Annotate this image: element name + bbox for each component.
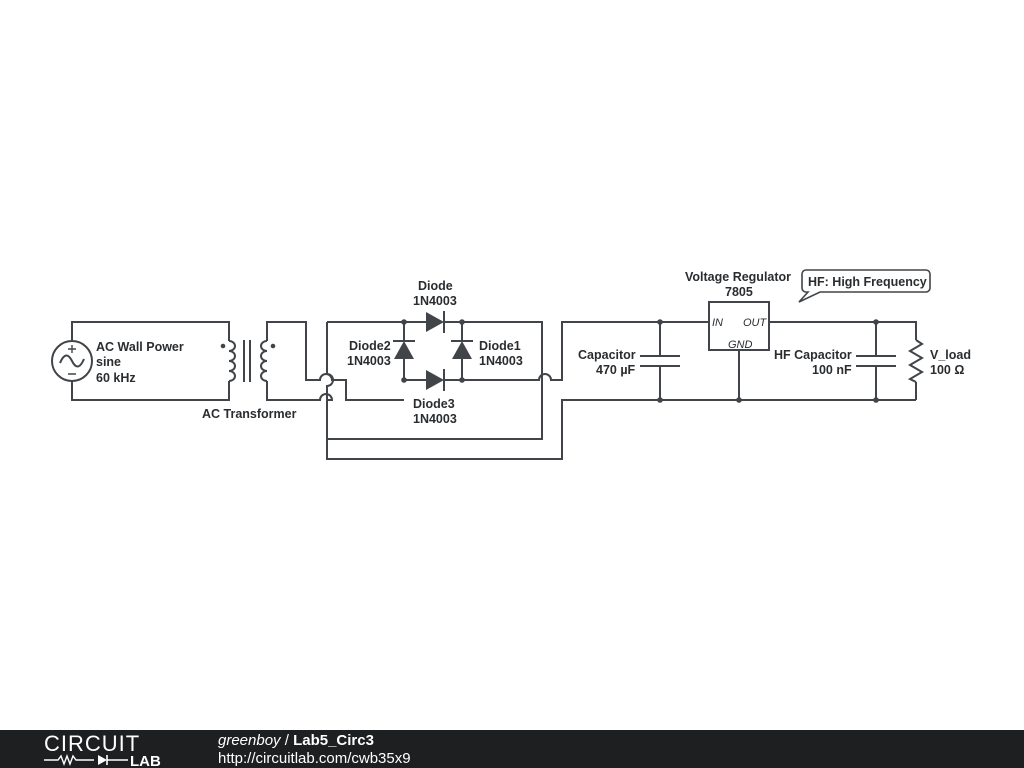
primary-polarity-dot xyxy=(220,343,226,349)
polarity-signs xyxy=(68,345,76,375)
diode3-name: Diode3 xyxy=(413,397,455,411)
regulator-pin-out: OUT xyxy=(743,317,768,329)
circuit-title: greenboy / Lab5_Circ3 xyxy=(218,732,374,749)
diode-part: 1N4003 xyxy=(413,294,457,308)
regulator-pin-in: IN xyxy=(712,317,723,329)
junction-dot xyxy=(657,319,663,325)
ac-source-frequency: 60 kHz xyxy=(96,371,136,385)
junction-dot xyxy=(736,397,742,403)
diode-name: Diode xyxy=(418,279,453,293)
hf-capacitor-name: HF Capacitor xyxy=(774,348,852,362)
diode3-part: 1N4003 xyxy=(413,412,457,426)
capacitor[interactable] xyxy=(640,355,680,367)
load-value: 100 Ω xyxy=(930,363,964,377)
junction-dot xyxy=(657,397,663,403)
title-separator: / xyxy=(280,732,294,749)
wire-bridge-negative xyxy=(462,321,709,381)
resistor-zigzag xyxy=(907,339,924,383)
wire-return-ground xyxy=(326,322,916,460)
circuit-url[interactable]: http://circuitlab.com/cwb35x9 xyxy=(218,750,411,767)
diode2[interactable] xyxy=(393,340,415,359)
logo-text-circuit: CIRCUIT xyxy=(44,731,140,756)
voltage-regulator[interactable]: IN OUT GND xyxy=(708,301,770,351)
diode3-triangle xyxy=(426,370,444,390)
wire-ac-top xyxy=(71,321,230,341)
wire-ac-bottom xyxy=(71,381,230,401)
transformer-label: AC Transformer xyxy=(202,407,297,421)
footer-bar: CIRCUIT LAB greenboy / Lab5_Circ3 http:/… xyxy=(0,730,1024,768)
circuit-name[interactable]: Lab5_Circ3 xyxy=(293,732,374,749)
junction-dot xyxy=(401,377,407,383)
capacitor-name: Capacitor xyxy=(578,348,636,362)
regulator-pin-gnd: GND xyxy=(728,339,753,351)
diode-triangle xyxy=(426,312,444,332)
logo-text-lab: LAB xyxy=(130,753,161,767)
diode1-name: Diode1 xyxy=(479,339,521,353)
diode1[interactable] xyxy=(451,340,473,359)
callout-bubble xyxy=(798,269,931,303)
junction-dot xyxy=(873,319,879,325)
primary-coil xyxy=(228,340,236,382)
circuit-schematic: AC Wall Power sine 60 kHz AC Transformer… xyxy=(51,269,971,460)
circuitlab-logo[interactable]: CIRCUIT LAB xyxy=(44,731,180,767)
author-username[interactable]: greenboy xyxy=(218,732,281,749)
ac-transformer[interactable] xyxy=(220,340,276,382)
diode2-name: Diode2 xyxy=(349,339,391,353)
load-resistor[interactable] xyxy=(907,339,924,383)
junction-dot xyxy=(873,397,879,403)
ac-source[interactable] xyxy=(51,340,93,382)
wire-bridge-positive xyxy=(327,321,543,440)
diode1-part: 1N4003 xyxy=(479,354,523,368)
diode-icon xyxy=(98,755,107,765)
resistor-icon xyxy=(44,754,94,766)
hf-callout[interactable]: HF: High Frequency xyxy=(798,269,931,303)
diode[interactable] xyxy=(426,311,445,333)
diode3[interactable] xyxy=(426,369,445,391)
secondary-polarity-dot xyxy=(270,343,276,349)
ac-source-type: sine xyxy=(96,355,121,369)
ac-source-name: AC Wall Power xyxy=(96,340,184,354)
diode2-triangle xyxy=(394,341,414,359)
diode1-triangle xyxy=(452,341,472,359)
regulator-name: Voltage Regulator xyxy=(685,270,791,284)
sine-wave-icon xyxy=(59,354,85,368)
secondary-coil xyxy=(260,340,268,382)
hf-capacitor-value: 100 nF xyxy=(812,363,852,377)
wire-secondary-bottom xyxy=(266,381,334,401)
regulator-part: 7805 xyxy=(725,285,753,299)
hf-capacitor[interactable] xyxy=(856,355,896,367)
diode2-part: 1N4003 xyxy=(347,354,391,368)
callout-text: HF: High Frequency xyxy=(808,275,927,289)
wire-regulator-out xyxy=(769,321,917,400)
load-name: V_load xyxy=(930,348,971,362)
capacitor-value: 470 µF xyxy=(596,363,636,377)
